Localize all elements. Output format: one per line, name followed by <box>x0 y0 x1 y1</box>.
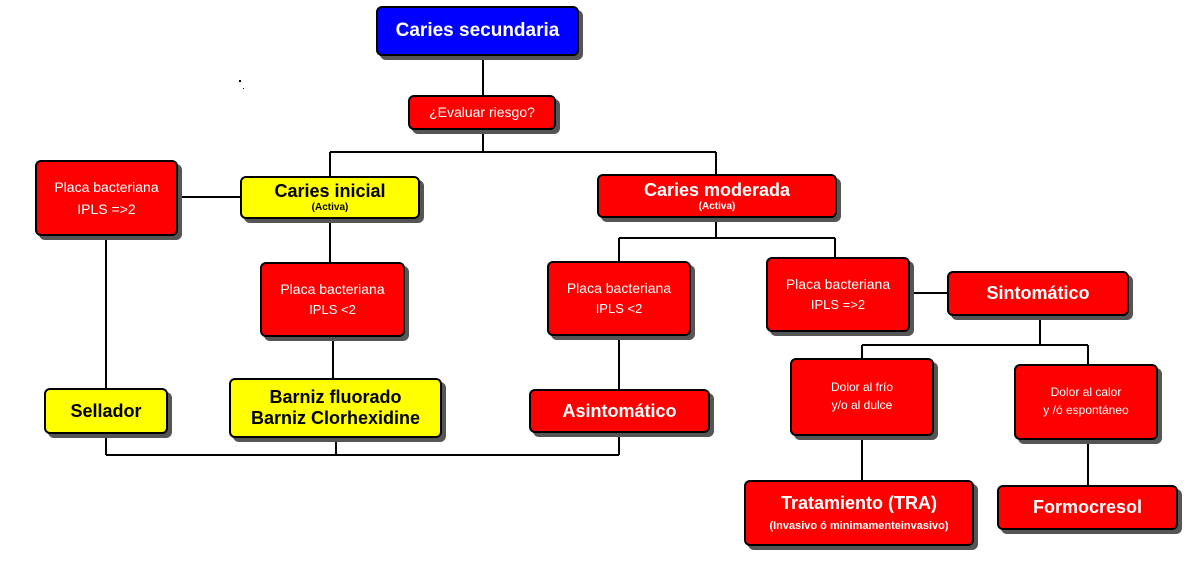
caries-moderada-sub: (Activa) <box>698 200 736 212</box>
sellador-label: Sellador <box>70 400 142 421</box>
tratamiento-line1: Tratamiento (TRA) <box>780 493 937 514</box>
dolor-frio-node: Dolor al frío y/o al dulce <box>790 358 934 436</box>
caries-inicial-title: Caries inicial <box>274 181 386 202</box>
root-label: Caries secundaria <box>395 20 560 42</box>
placa-left-line1: Placa bacteriana <box>54 178 159 195</box>
placa-mid-right-line2: IPLS <2 <box>595 301 643 317</box>
dolor-calor-node: Dolor al calor y /ó espontáneo <box>1014 364 1158 440</box>
barniz-node: Barniz fluorado Barniz Clorhexidine <box>229 378 442 438</box>
placa-left-line2: IPLS =>2 <box>77 201 136 217</box>
sintomatico-label: Sintomático <box>986 283 1090 304</box>
placa-mid-right-node: Placa bacteriana IPLS <2 <box>547 261 691 336</box>
evaluate-risk-label: ¿Evaluar riesgo? <box>429 104 535 121</box>
caries-moderada-title: Caries moderada <box>643 179 791 200</box>
barniz-line1: Barniz fluorado <box>269 387 402 408</box>
placa-right-node: Placa bacteriana IPLS =>2 <box>766 257 910 332</box>
sintomatico-node: Sintomático <box>947 271 1129 316</box>
asintomatico-label: Asintomático <box>562 400 677 421</box>
sellador-node: Sellador <box>44 388 168 434</box>
barniz-line2: Barniz Clorhexidine <box>250 408 421 428</box>
placa-mid-left-line2: IPLS <2 <box>309 302 356 318</box>
placa-right-line2: IPLS =>2 <box>810 297 866 313</box>
caries-inicial-node: Caries inicial (Activa) <box>240 176 420 219</box>
tratamiento-line2: (Invasivo ó minimamenteinvasivo) <box>769 520 949 533</box>
formocresol-label: Formocresol <box>1032 497 1143 518</box>
caries-moderada-node: Caries moderada (Activa) <box>597 174 837 218</box>
placa-left-node: Placa bacteriana IPLS =>2 <box>35 160 178 236</box>
dolor-frio-line1: Dolor al frío <box>830 380 894 395</box>
dolor-frio-line2: y/o al dulce <box>831 398 893 412</box>
tratamiento-node: Tratamiento (TRA) (Invasivo ó minimament… <box>744 480 974 546</box>
dolor-calor-line1: Dolor al calor <box>1050 385 1122 400</box>
formocresol-node: Formocresol <box>997 485 1178 530</box>
asintomatico-node: Asintomático <box>529 389 710 433</box>
placa-right-line1: Placa bacteriana <box>785 275 891 292</box>
dolor-calor-line2: y /ó espontáneo <box>1043 403 1129 417</box>
caries-inicial-sub: (Activa) <box>311 202 349 214</box>
root-node: Caries secundaria <box>376 6 579 56</box>
placa-mid-left-node: Placa bacteriana IPLS <2 <box>260 262 405 337</box>
placa-mid-right-line1: Placa bacteriana <box>566 279 672 296</box>
placa-mid-left-line1: Placa bacteriana <box>280 280 385 297</box>
evaluate-risk-node: ¿Evaluar riesgo? <box>408 95 556 130</box>
